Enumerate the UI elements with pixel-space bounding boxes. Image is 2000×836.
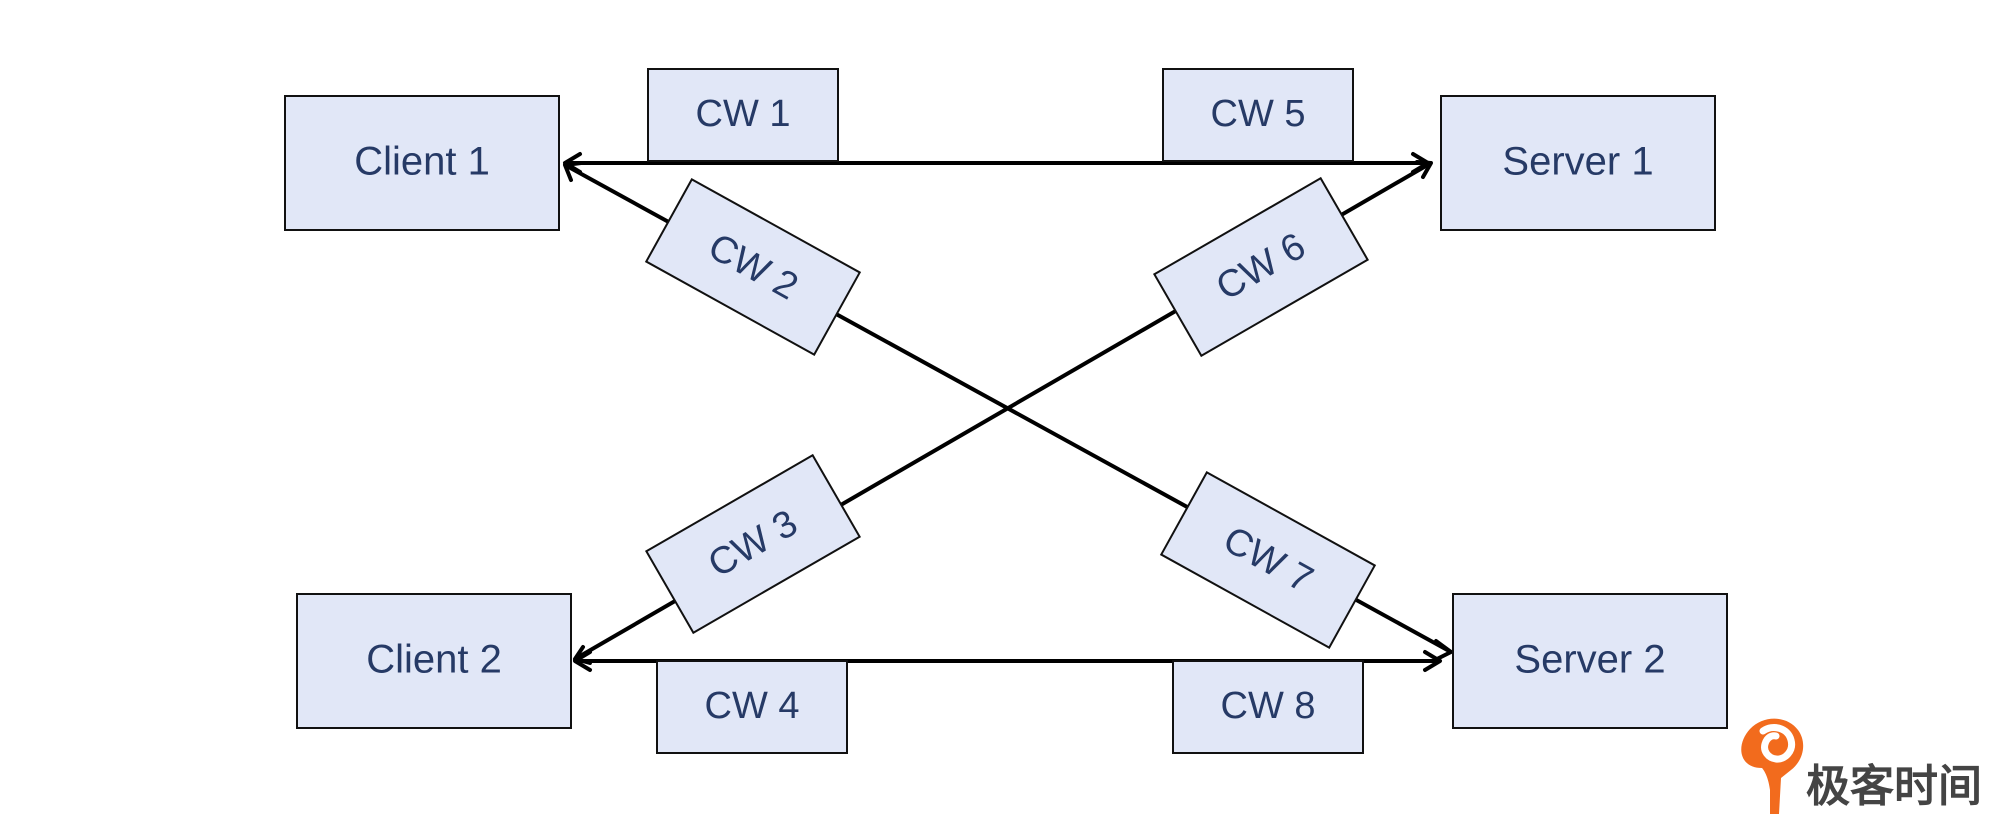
cw-8-label: CW 8 (1221, 685, 1316, 727)
server-1-node: Server 1 (1440, 95, 1716, 231)
arrowhead-server1-diagonal (1415, 160, 1433, 179)
arrowhead-server2-diagonal (1433, 639, 1453, 662)
cw-1-label: CW 1 (696, 93, 791, 135)
brand-name: 极客时间 (1806, 761, 1982, 812)
cw-6-box: CW 6 (1152, 176, 1370, 358)
server-2-label: Server 2 (1514, 638, 1665, 682)
server-2-node: Server 2 (1452, 593, 1728, 729)
arrowhead-server2-right (1423, 650, 1442, 672)
client-2-node: Client 2 (296, 593, 572, 729)
brand-mark: 极客时间 (1741, 718, 1982, 814)
cw-5-label: CW 5 (1211, 93, 1306, 135)
cw-3-box: CW 3 (644, 453, 862, 635)
cw-5-box: CW 5 (1162, 68, 1354, 162)
cw-2-box: CW 2 (644, 177, 862, 357)
server-1-label: Server 1 (1502, 140, 1653, 184)
cw-4-box: CW 4 (656, 660, 848, 754)
geektime-logo-icon (1741, 718, 1804, 814)
cw-8-box: CW 8 (1172, 660, 1364, 754)
cw-4-label: CW 4 (705, 685, 800, 727)
arrowhead-client1-diagonal (563, 161, 583, 182)
client-1-node: Client 1 (284, 95, 560, 231)
client-2-label: Client 2 (366, 638, 502, 682)
client-1-label: Client 1 (354, 140, 490, 184)
arrowhead-client2-diagonal (573, 645, 592, 665)
cw-1-box: CW 1 (647, 68, 839, 162)
cw-7-box: CW 7 (1159, 470, 1377, 650)
